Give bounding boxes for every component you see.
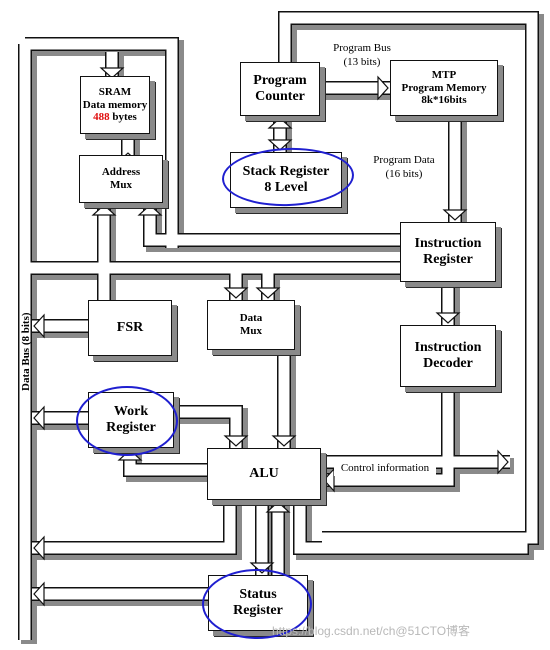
bus-arrowhead bbox=[271, 435, 297, 447]
control-information-label: Control information bbox=[334, 462, 436, 476]
program-data-line2: (16 bits) bbox=[385, 167, 423, 180]
instruction-register-line1: Instruction bbox=[414, 235, 482, 251]
stack-register-line1: Stack Register bbox=[242, 163, 330, 179]
instruction-decoder-line2: Decoder bbox=[423, 356, 473, 371]
sram-size-unit: bytes bbox=[109, 111, 137, 124]
alu-block: ALU bbox=[207, 448, 321, 500]
bus-arrowhead bbox=[33, 313, 45, 339]
instruction-decoder-line1: Instruction bbox=[414, 339, 482, 355]
address-mux-line2: Mux bbox=[110, 179, 132, 191]
bus-arrowhead bbox=[323, 467, 335, 493]
bus-alu-right bbox=[294, 500, 528, 554]
bus-arrowhead bbox=[33, 405, 45, 431]
instruction-register-block: Instruction Register bbox=[400, 222, 496, 282]
watermark: https://blog.csdn.net/ch@51CTO博客 bbox=[272, 624, 471, 638]
program-counter-block: Program Counter bbox=[240, 62, 320, 116]
bus-ir-left-outline bbox=[143, 203, 400, 247]
bus-arrowhead bbox=[377, 75, 389, 101]
data-bus-label: Data Bus (8 bits) bbox=[20, 312, 32, 391]
address-mux-block: Address Mux bbox=[79, 155, 163, 203]
program-bus-line1: Program Bus bbox=[333, 42, 391, 54]
work-register-highlight bbox=[76, 386, 178, 456]
bus-alu-databus-outline bbox=[32, 500, 237, 555]
sram-data-memory-block: SRAM Data memory 488 bytes bbox=[80, 76, 150, 134]
bus-arrowhead bbox=[33, 581, 45, 607]
mtp-line3: 8k*16bits bbox=[421, 94, 467, 107]
bus-arrowhead bbox=[267, 117, 293, 129]
mtp-program-memory-block: MTP Program Memory 8k*16bits bbox=[390, 60, 498, 116]
bus-arrowhead bbox=[91, 204, 117, 216]
bus-arrowhead bbox=[249, 562, 275, 574]
fsr-block: FSR bbox=[88, 300, 172, 356]
bus-arrowhead bbox=[223, 287, 249, 299]
bus-arrowhead bbox=[99, 67, 125, 79]
sram-title: SRAM bbox=[98, 86, 132, 99]
address-mux-line1: Address bbox=[101, 166, 141, 179]
program-bus-line2: (13 bits) bbox=[343, 55, 381, 68]
sram-size: 488 bytes bbox=[93, 111, 137, 124]
data-bus-top bbox=[25, 38, 178, 248]
bus-alu-databus bbox=[32, 500, 236, 554]
data-mux-line1: Data bbox=[239, 312, 263, 325]
sram-size-number: 488 bbox=[93, 111, 110, 124]
bus-arrowhead bbox=[33, 535, 45, 561]
bus-arrowhead bbox=[497, 449, 509, 475]
bus-arrowhead bbox=[137, 204, 163, 216]
stack-register-line2: 8 Level bbox=[264, 180, 308, 195]
fsr-label: FSR bbox=[116, 319, 144, 335]
instruction-register-line2: Register bbox=[423, 252, 473, 267]
program-data-line1: Program Data bbox=[373, 154, 435, 166]
data-mux-line2: Mux bbox=[240, 325, 262, 337]
program-bus-label: Program Bus (13 bits) bbox=[322, 42, 402, 70]
bus-arrowhead bbox=[265, 501, 291, 513]
bus-arrowhead bbox=[435, 312, 461, 324]
program-counter-line2: Counter bbox=[255, 89, 305, 104]
program-data-label: Program Data (16 bits) bbox=[362, 154, 446, 182]
bus-arrowhead bbox=[255, 287, 281, 299]
stack-register-block: Stack Register 8 Level bbox=[230, 152, 342, 208]
program-counter-line1: Program bbox=[253, 72, 307, 88]
alu-label: ALU bbox=[249, 465, 279, 481]
sram-subtitle: Data memory bbox=[82, 98, 148, 111]
bus-arrowhead bbox=[223, 435, 249, 447]
bus-top-loop bbox=[279, 12, 538, 544]
mtp-line2: Program Memory bbox=[401, 81, 487, 94]
bus-dec-alu bbox=[322, 387, 454, 486]
status-register-highlight bbox=[202, 569, 312, 639]
data-mux-block: Data Mux bbox=[207, 300, 295, 350]
instruction-decoder-block: Instruction Decoder bbox=[400, 325, 496, 387]
mtp-line1: MTP bbox=[431, 69, 457, 82]
bus-arrowhead bbox=[442, 209, 468, 221]
bus-arrowhead bbox=[267, 139, 293, 151]
bus-work-alu bbox=[174, 406, 242, 448]
